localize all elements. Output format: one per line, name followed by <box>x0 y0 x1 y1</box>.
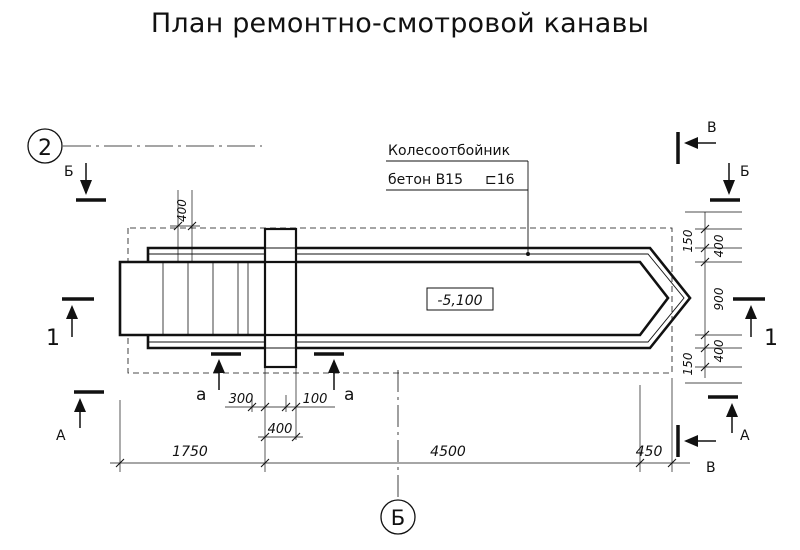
dim-right-400-bottom: 400 <box>712 339 726 362</box>
section-A-right: А <box>708 395 750 444</box>
stairs <box>162 262 249 335</box>
pit-outline-dashed <box>127 227 673 374</box>
section-1-left-label: 1 <box>46 326 60 351</box>
section-1-left: 1 <box>46 297 94 351</box>
dim-right-150-top: 150 <box>681 229 695 252</box>
section-v-top: В <box>676 120 717 164</box>
dim-300-label: 300 <box>229 392 254 407</box>
dim-100-label: 100 <box>303 392 328 407</box>
dim-450-label: 450 <box>636 444 663 460</box>
level-mark-value: -5,100 <box>437 293 482 309</box>
section-a-left: а <box>196 352 241 405</box>
axis-b-label: Б <box>391 506 405 530</box>
dim-right-150-bottom: 150 <box>681 352 695 375</box>
section-b-left: Б <box>64 163 106 202</box>
dimension-bridge: 300 100 400 <box>225 367 335 442</box>
dim-right-400-top: 400 <box>712 234 726 257</box>
section-v-bottom: В <box>676 425 716 476</box>
dim-1750-label: 1750 <box>172 444 208 460</box>
pit-floor-outline <box>118 260 670 337</box>
dimension-top-400: 400 <box>170 190 200 262</box>
section-1-right: 1 <box>733 297 778 351</box>
pit-wall-inner-line <box>148 253 685 343</box>
level-mark: -5,100 <box>426 287 494 311</box>
callout-line-2: бетон В15 <box>388 172 463 188</box>
dim-top-400-label: 400 <box>175 199 189 222</box>
section-b-right-label: Б <box>740 164 750 180</box>
section-A-left: А <box>56 390 104 444</box>
callout-line-3: ⊏16 <box>485 172 515 188</box>
section-b-right: Б <box>710 163 750 202</box>
section-a-right-label: а <box>344 385 354 405</box>
section-A-right-label: А <box>740 428 750 444</box>
section-v-bottom-label: В <box>706 460 716 476</box>
section-a-left-label: а <box>196 385 206 405</box>
section-1-right-label: 1 <box>764 326 778 351</box>
section-A-left-label: А <box>56 428 66 444</box>
section-b-left-label: Б <box>64 164 74 180</box>
axis-b-marker: Б <box>380 370 416 535</box>
dim-right-900: 900 <box>712 287 726 310</box>
dimension-chain-bottom: 1750 4500 450 <box>110 378 690 472</box>
axis-2-marker: 2 <box>27 128 262 164</box>
section-a-right: а <box>314 352 354 405</box>
drawing-title: План ремонтно-смотровой канавы <box>150 8 650 39</box>
dim-400-label: 400 <box>268 422 293 437</box>
callout-line-1: Колесоотбойник <box>388 143 510 159</box>
transition-bridge <box>263 227 298 369</box>
axis-2-label: 2 <box>38 136 52 161</box>
section-v-top-label: В <box>707 120 717 136</box>
wheel-guard-callout: Колесоотбойник бетон В15 ⊏16 <box>386 143 530 256</box>
axis-2-circle <box>27 128 63 164</box>
axis-b-circle <box>380 499 416 535</box>
dimension-chain-right: 150 400 900 400 150 <box>681 211 742 384</box>
dim-4500-label: 4500 <box>430 444 466 460</box>
